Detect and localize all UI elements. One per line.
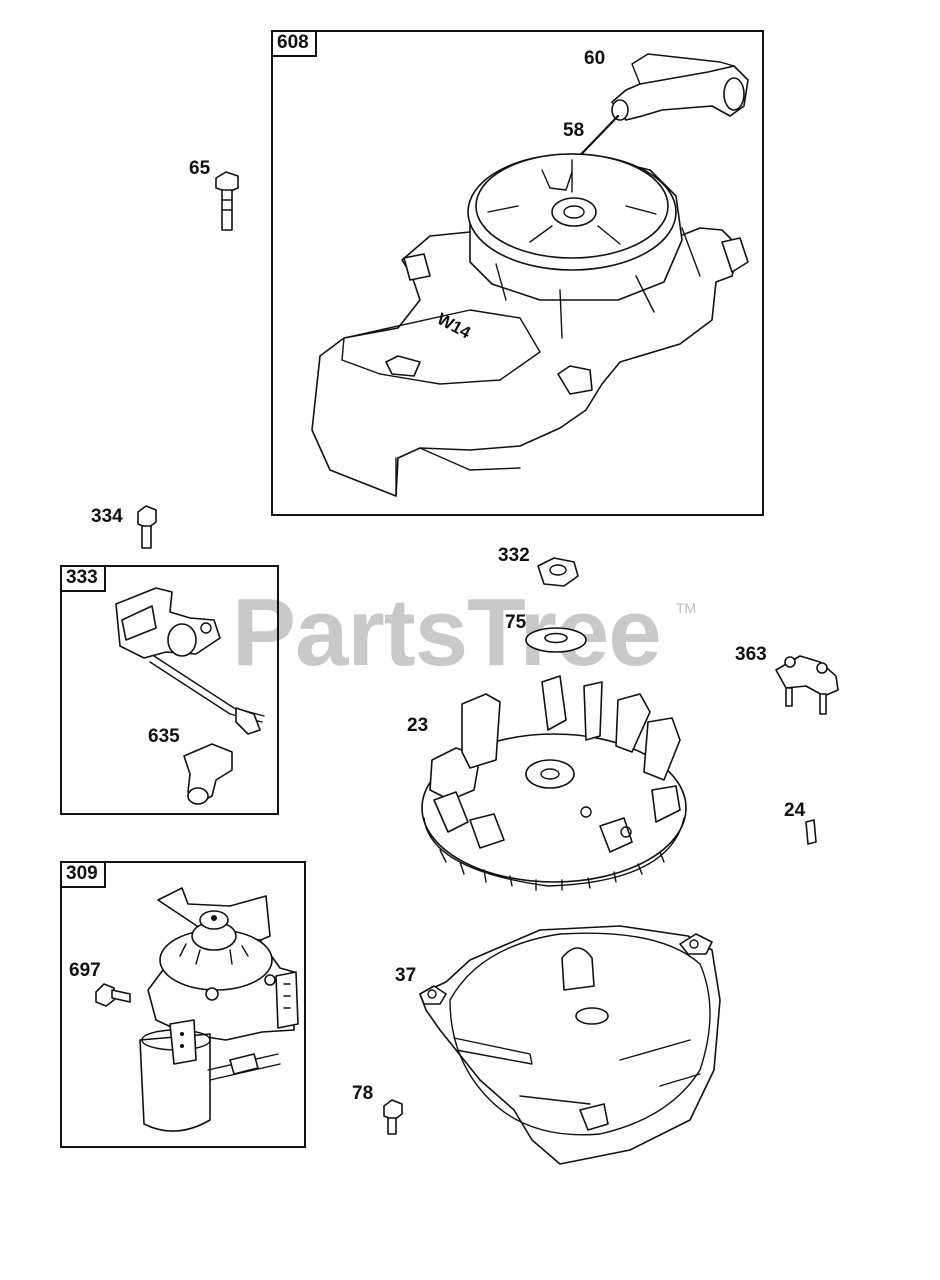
callout-635[interactable]: 635 [148, 726, 180, 747]
group-608-label[interactable]: 608 [273, 32, 317, 57]
group-608-frame [271, 30, 764, 516]
callout-78[interactable]: 78 [352, 1083, 374, 1104]
group-333-frame [60, 565, 279, 815]
ignition-armature-drawing [115, 587, 265, 735]
group-333-label[interactable]: 333 [62, 567, 106, 592]
terminal-bracket-drawing [775, 655, 839, 715]
bolt-334-drawing [137, 505, 157, 549]
bolt-65-drawing [215, 171, 239, 231]
rewind-starter-housing-drawing [311, 153, 749, 497]
starter-handle-drawing [611, 53, 749, 121]
callout-23[interactable]: 23 [407, 715, 429, 736]
callout-334[interactable]: 334 [91, 506, 123, 527]
bolt-78-drawing [383, 1099, 403, 1135]
callout-332[interactable]: 332 [498, 545, 530, 566]
group-309-label[interactable]: 309 [62, 863, 106, 888]
starter-motor-drawing [139, 887, 299, 1132]
callout-60[interactable]: 60 [584, 48, 606, 69]
callout-75[interactable]: 75 [505, 612, 527, 633]
spark-plug-boot-drawing [183, 743, 233, 805]
nut-drawing [537, 557, 579, 587]
callout-65[interactable]: 65 [189, 158, 211, 179]
flywheel-drawing [421, 675, 687, 891]
watermark-trademark: TM [676, 600, 697, 616]
callout-24[interactable]: 24 [784, 800, 806, 821]
callout-58[interactable]: 58 [563, 120, 585, 141]
watermark: PartsTree [232, 579, 662, 686]
group-309-frame [60, 861, 306, 1148]
blower-housing-drawing [419, 925, 721, 1165]
callout-363[interactable]: 363 [735, 644, 767, 665]
flywheel-key-drawing [805, 819, 817, 845]
bolt-697-drawing [95, 983, 131, 1007]
washer-drawing [525, 627, 587, 653]
callout-37[interactable]: 37 [395, 965, 417, 986]
callout-697[interactable]: 697 [69, 960, 101, 981]
